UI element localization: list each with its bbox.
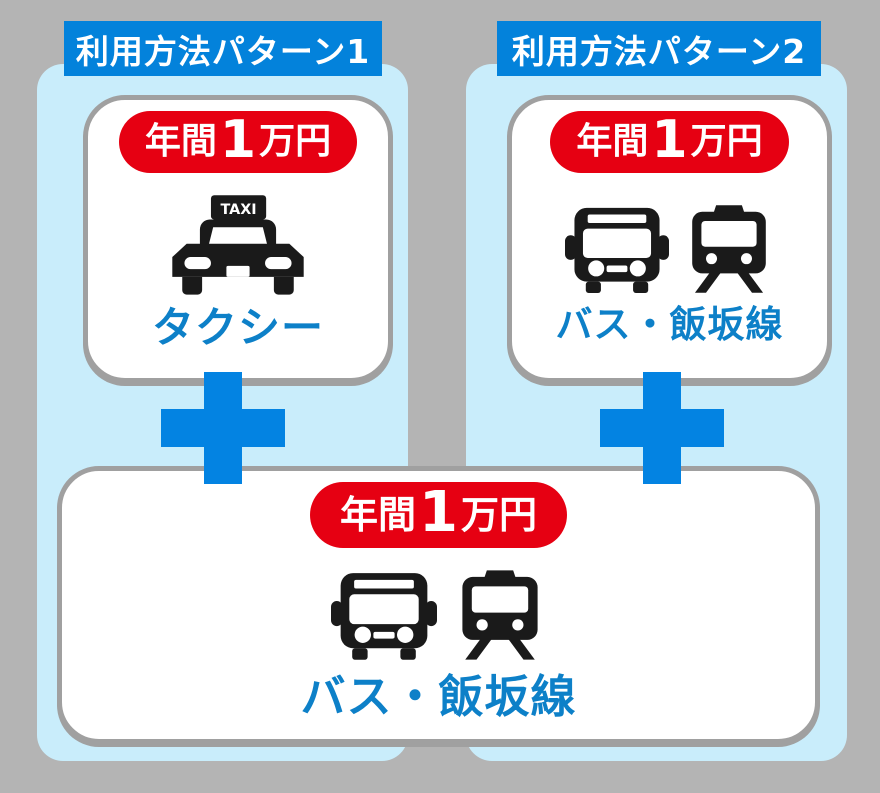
- pattern2-tab-header: 利用方法パターン2: [497, 21, 821, 76]
- price-badge: 年間 1 万円: [310, 482, 567, 548]
- price-badge: 年間 1 万円: [550, 110, 789, 173]
- badge-amount: 1: [419, 480, 458, 545]
- bus-icon: [564, 199, 669, 299]
- badge-suffix: 万円: [460, 493, 537, 537]
- pattern1-card-label: タクシー: [151, 303, 324, 352]
- train-icon: [683, 199, 775, 299]
- badge-amount: 1: [219, 110, 257, 170]
- plus-icon: [600, 372, 724, 484]
- badge-prefix: 年間: [576, 121, 649, 162]
- badge-prefix: 年間: [144, 121, 217, 162]
- pattern1-card: 年間 1 万円 TAXI タクシー: [83, 95, 393, 383]
- pattern1-tab-header: 利用方法パターン1: [64, 21, 382, 76]
- pattern2-tab-label: 利用方法パターン2: [511, 31, 807, 71]
- badge-suffix: 万円: [690, 121, 763, 162]
- badge-suffix: 万円: [259, 121, 332, 162]
- badge-prefix: 年間: [340, 493, 417, 537]
- pattern1-tab-label: 利用方法パターン1: [75, 31, 371, 71]
- train-icon: [453, 564, 547, 666]
- pattern2-card-label: バス・飯坂線: [555, 303, 784, 346]
- plus-icon: [161, 372, 285, 484]
- shared-card-label: バス・飯坂線: [300, 670, 577, 723]
- shared-card: 年間 1 万円: [57, 466, 820, 744]
- taxi-icon: TAXI: [169, 193, 307, 299]
- bus-icon: [330, 564, 437, 666]
- taxi-sign-text: TAXI: [220, 202, 256, 218]
- pattern2-card: 年間 1 万円: [507, 95, 832, 383]
- price-badge: 年間 1 万円: [118, 110, 358, 173]
- badge-amount: 1: [651, 110, 688, 170]
